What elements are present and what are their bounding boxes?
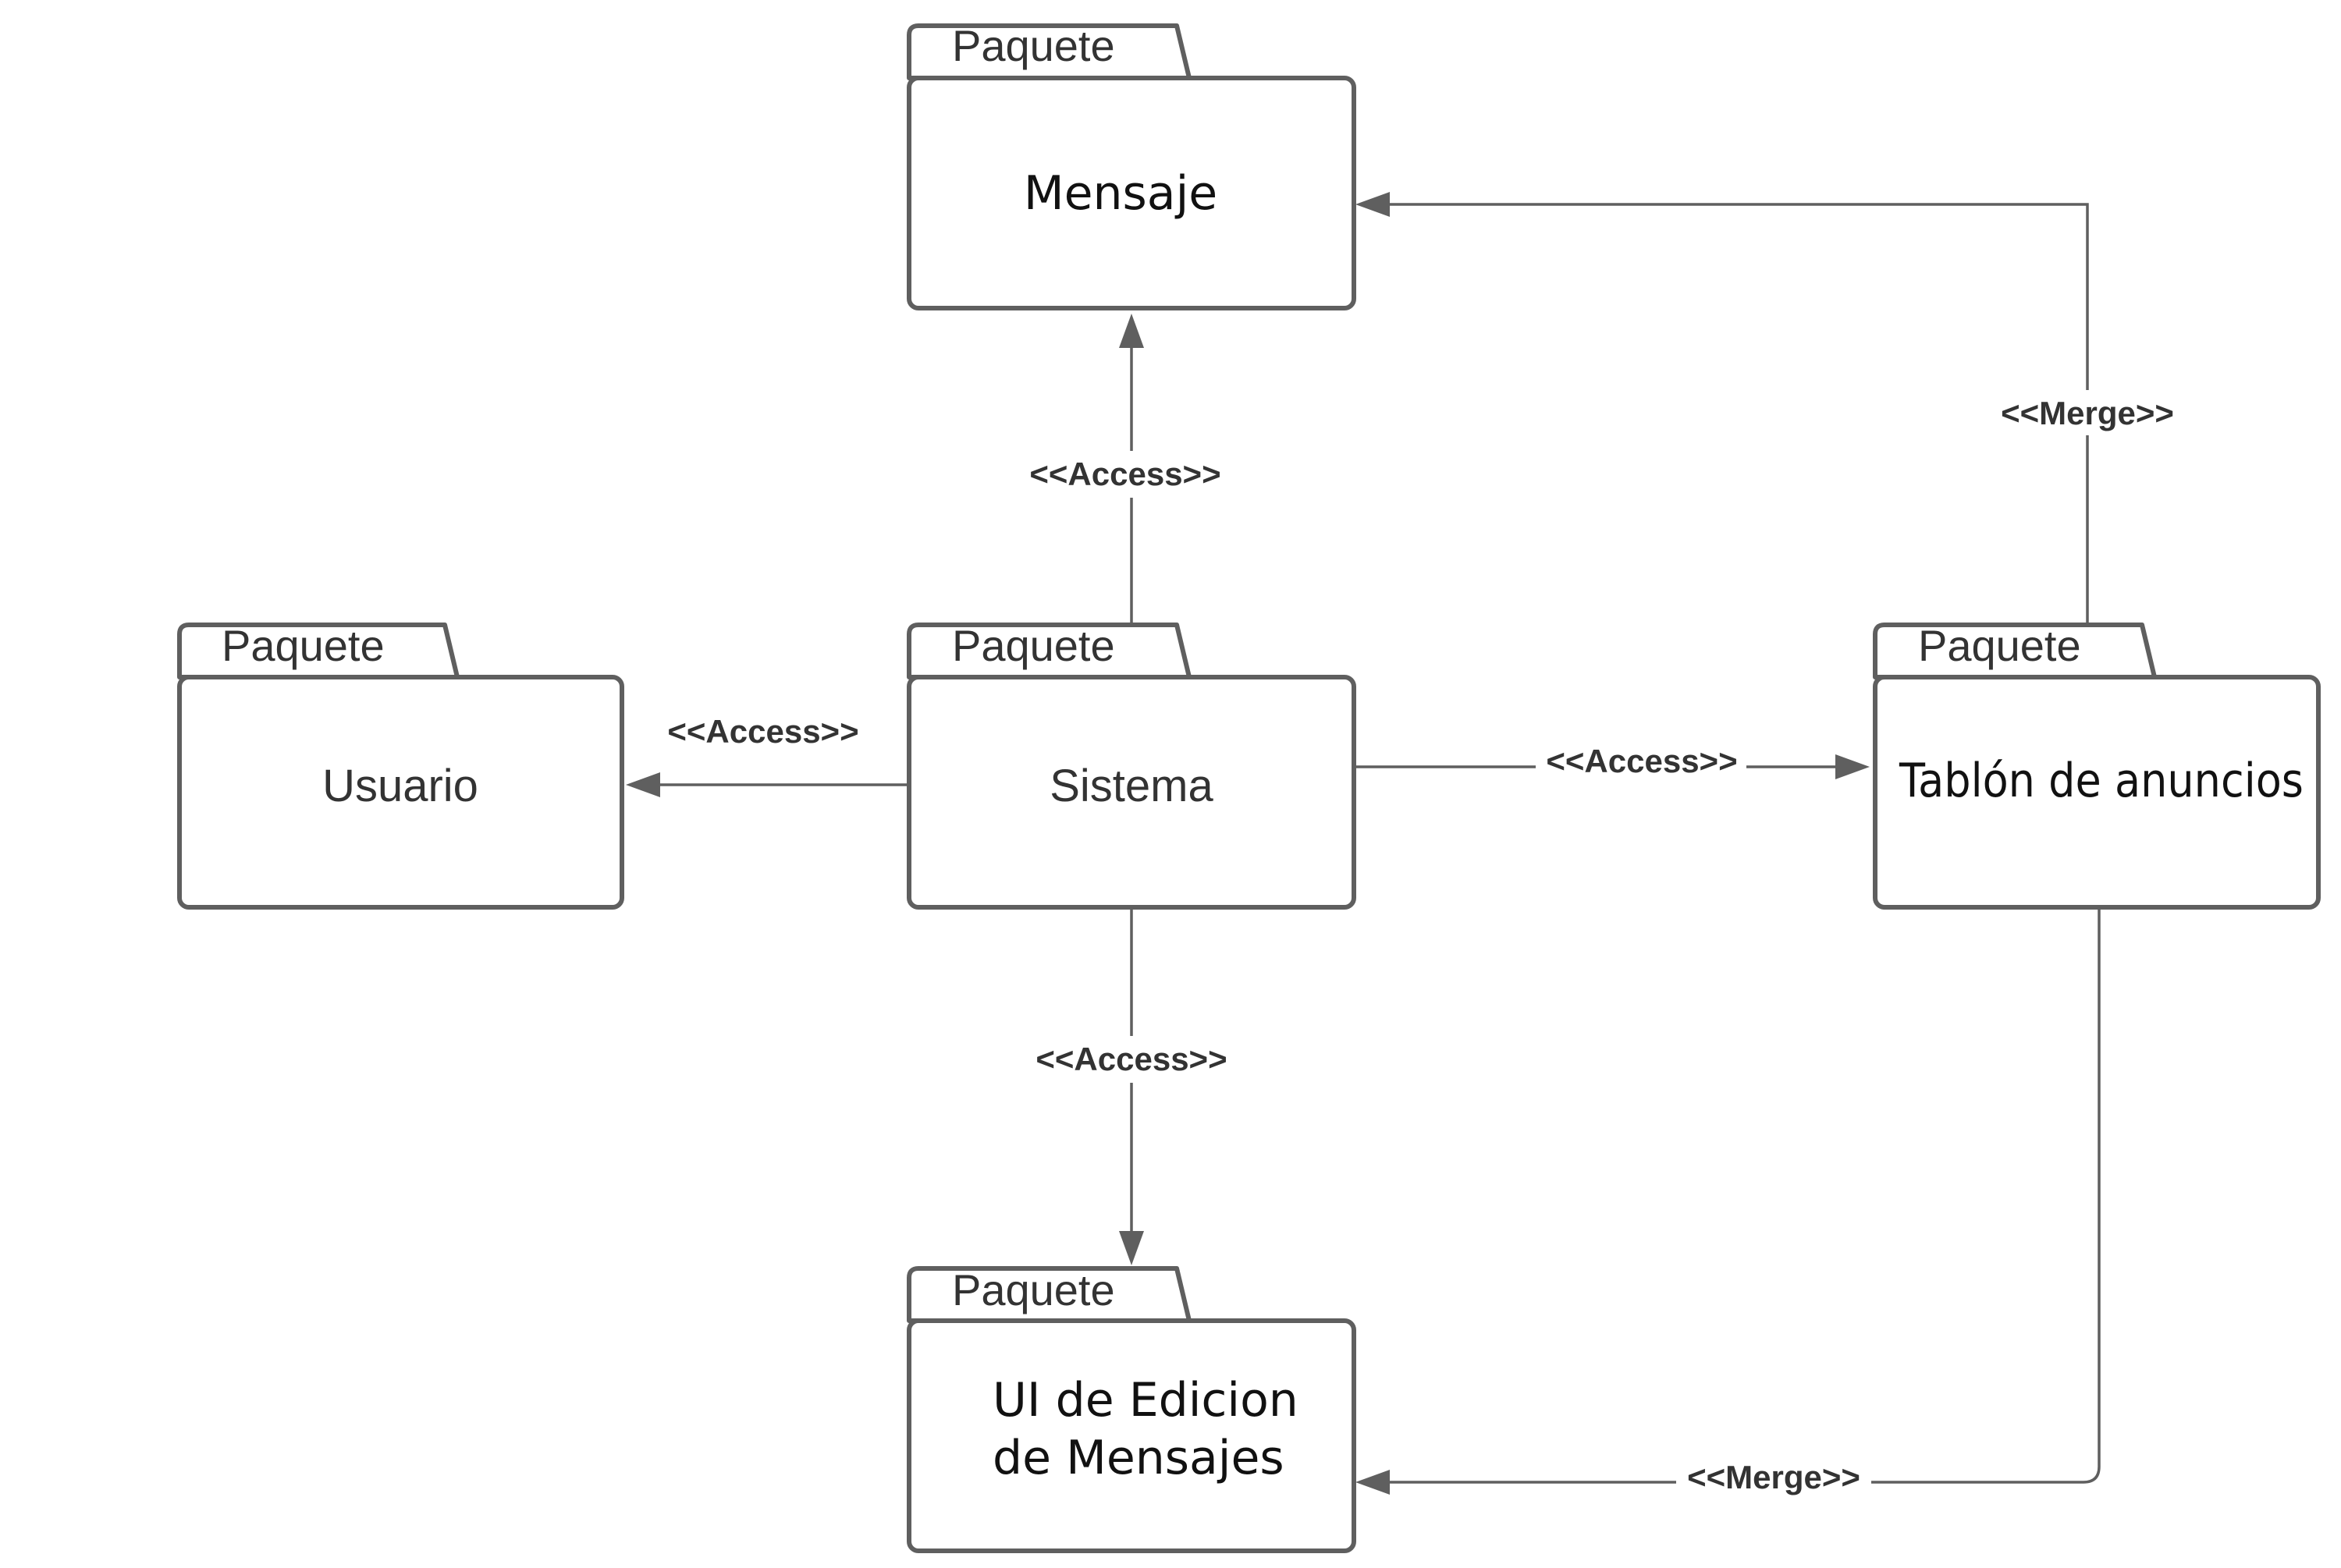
package-name: Tablón de anuncios (1899, 754, 2304, 808)
relation-tablon-ui[interactable]: <<Merge>> (1355, 906, 2101, 1504)
arrowhead-icon (1835, 754, 1870, 779)
package-body (907, 76, 1356, 310)
relation-label: <<Access>> (667, 713, 858, 750)
package-body (907, 1318, 1356, 1553)
package-tab-label: Paquete (952, 1265, 1115, 1314)
package-name: UI de Edicion (993, 1373, 1298, 1428)
relation-tablon-mensaje[interactable]: <<Merge>> (1355, 192, 2185, 624)
package-name: Sistema (1050, 761, 1213, 811)
relation-label: <<Access>> (1036, 1041, 1227, 1077)
package-body (1873, 675, 2321, 910)
package-name: de Mensajes (993, 1431, 1284, 1485)
package-tab (177, 623, 460, 679)
package-tab (907, 623, 1192, 679)
package-body (907, 675, 1356, 910)
relation-sistema-tablon[interactable]: <<Access>> (1354, 743, 1870, 788)
relation-sistema-mensaje[interactable]: <<Access>> (1014, 314, 1249, 624)
relation-label: <<Merge>> (2001, 395, 2174, 431)
arrowhead-icon (1119, 1231, 1144, 1265)
package-tab-label: Paquete (952, 21, 1115, 70)
package-tablon-de-anuncios[interactable]: Paquete Tablón de anuncios (1873, 621, 2321, 910)
package-tab (907, 1266, 1192, 1323)
relation-label: <<Merge>> (1687, 1459, 1860, 1495)
package-mensaje[interactable]: Paquete Mensaje (907, 21, 1356, 310)
arrowhead-icon (1355, 1470, 1390, 1495)
package-tab (907, 23, 1192, 80)
arrowhead-icon (1119, 314, 1144, 348)
package-tab-label: Paquete (1918, 621, 2081, 670)
package-sistema[interactable]: Paquete Sistema (907, 621, 1356, 910)
arrowhead-icon (1355, 192, 1390, 217)
package-name: Usuario (322, 761, 478, 811)
package-usuario[interactable]: Paquete Usuario (177, 621, 624, 910)
relation-sistema-ui[interactable]: <<Access>> (1014, 906, 1249, 1265)
package-tab-label: Paquete (222, 621, 385, 670)
package-body (177, 675, 624, 910)
package-tab-label: Paquete (952, 621, 1115, 670)
relation-label: <<Access>> (1546, 743, 1737, 779)
arrowhead-icon (626, 772, 660, 797)
relation-sistema-usuario[interactable]: <<Access>> (626, 713, 909, 797)
package-name: Mensaje (1024, 166, 1217, 221)
package-ui-de-edicion-de-mensajes[interactable]: Paquete UI de Edicion de Mensajes (907, 1265, 1356, 1553)
package-tab (1873, 623, 2157, 679)
relation-label: <<Access>> (1029, 456, 1220, 492)
